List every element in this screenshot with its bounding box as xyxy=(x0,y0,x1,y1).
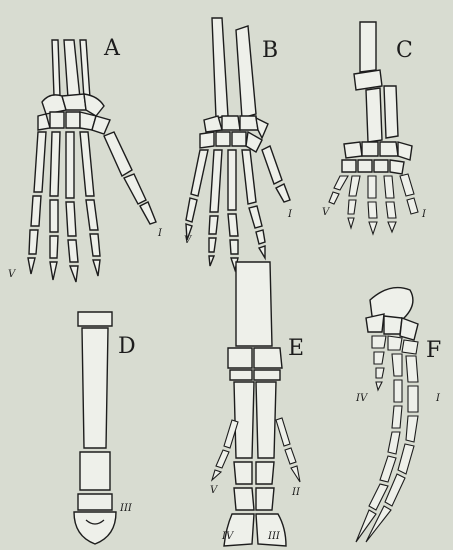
digit-label-a-one: I xyxy=(158,229,162,239)
panel-label-f: F xyxy=(426,340,441,362)
panel-a-hand-skeleton xyxy=(28,40,156,282)
digit-label-f-four: IV xyxy=(356,394,367,404)
digit-label-d-three: III xyxy=(120,504,132,514)
digit-label-a-five: V xyxy=(8,270,15,280)
digit-label-e-five: V xyxy=(210,486,217,496)
panel-label-b: B xyxy=(262,40,278,62)
digit-label-f-one: I xyxy=(436,394,440,404)
digit-label-c-one: I xyxy=(422,210,426,220)
digit-label-b-one: I xyxy=(288,210,292,220)
panel-label-c: C xyxy=(396,40,413,62)
panel-d-hoof-skeleton xyxy=(74,312,116,544)
digit-label-e-two: II xyxy=(292,488,300,498)
panel-label-e: E xyxy=(288,338,304,360)
panel-label-d: D xyxy=(118,336,136,358)
digit-label-e-three: III xyxy=(268,532,280,542)
digit-label-c-five: V xyxy=(322,208,329,218)
panel-label-a: A xyxy=(104,38,120,60)
digit-label-b-five: V xyxy=(184,236,191,246)
panel-e-cloven-foot-skeleton xyxy=(212,262,300,546)
panel-f-flipper-skeleton xyxy=(356,288,418,542)
digit-label-e-four: IV xyxy=(222,532,233,542)
